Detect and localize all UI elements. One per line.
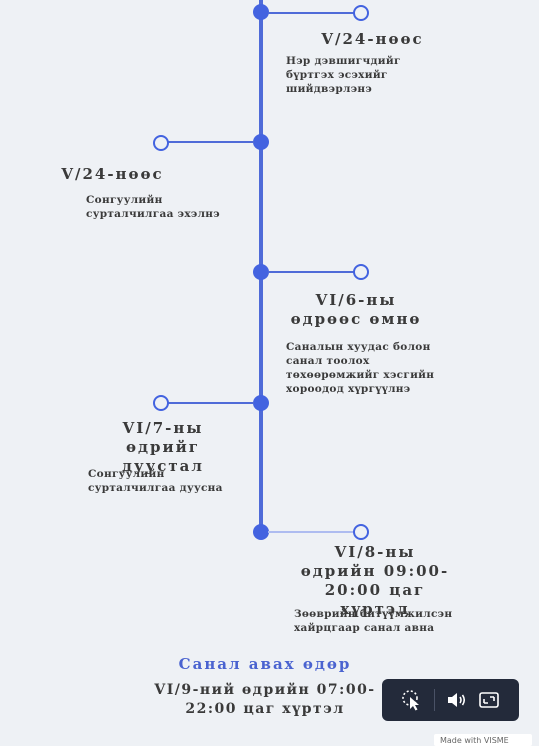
timeline-branch (268, 12, 354, 14)
event-description: Зөөврийн битүүмжилсэн хайрцгаар санал ав… (294, 608, 453, 634)
timeline-endpoint (153, 395, 169, 411)
timeline-branch (268, 271, 354, 273)
timeline-endpoint (153, 135, 169, 151)
cursor-icon[interactable] (400, 688, 424, 712)
timeline-node (253, 395, 269, 411)
event-description: Саналын хуудас болон санал тоолох төхөөр… (286, 341, 435, 395)
timeline-branch (166, 402, 254, 404)
timeline-endpoint (353, 5, 369, 21)
fullscreen-icon[interactable] (477, 688, 501, 712)
made-with-badge[interactable]: Made with VISME (434, 734, 532, 746)
final-time: VI/9-ний өдрийн 07:00-22:00 цаг хүртэл (154, 682, 376, 717)
timeline-endpoint (353, 264, 369, 280)
event-date: V/24-нөөс (61, 165, 164, 183)
timeline-branch (268, 531, 354, 533)
final-title: Санал авах өдөр (178, 655, 352, 673)
event-date: VI/6-ны өдрөөс өмнө (290, 291, 422, 328)
event-date: V/24-нөөс (321, 30, 424, 48)
timeline-node (253, 264, 269, 280)
event-date: VI/8-ны өдрийн 09:00-20:00 цаг хүртэл (300, 543, 450, 618)
event-description: Сонгуулийн сурталчилгаа эхэлнэ (86, 194, 220, 220)
event-date: VI/7-ны өдрийг дуустал (122, 419, 204, 475)
player-toolbar (382, 679, 519, 721)
toolbar-separator (434, 689, 435, 711)
event-description: Сонгуулийн сурталчилгаа дуусна (88, 468, 223, 494)
event-description: Нэр дэвшигчдийг бүртгэх эсэхийг шийдвэрл… (286, 55, 401, 95)
timeline-node (253, 134, 269, 150)
timeline-branch (166, 141, 254, 143)
timeline-endpoint (353, 524, 369, 540)
volume-icon[interactable] (445, 688, 469, 712)
timeline-node (253, 524, 269, 540)
timeline-node (253, 4, 269, 20)
